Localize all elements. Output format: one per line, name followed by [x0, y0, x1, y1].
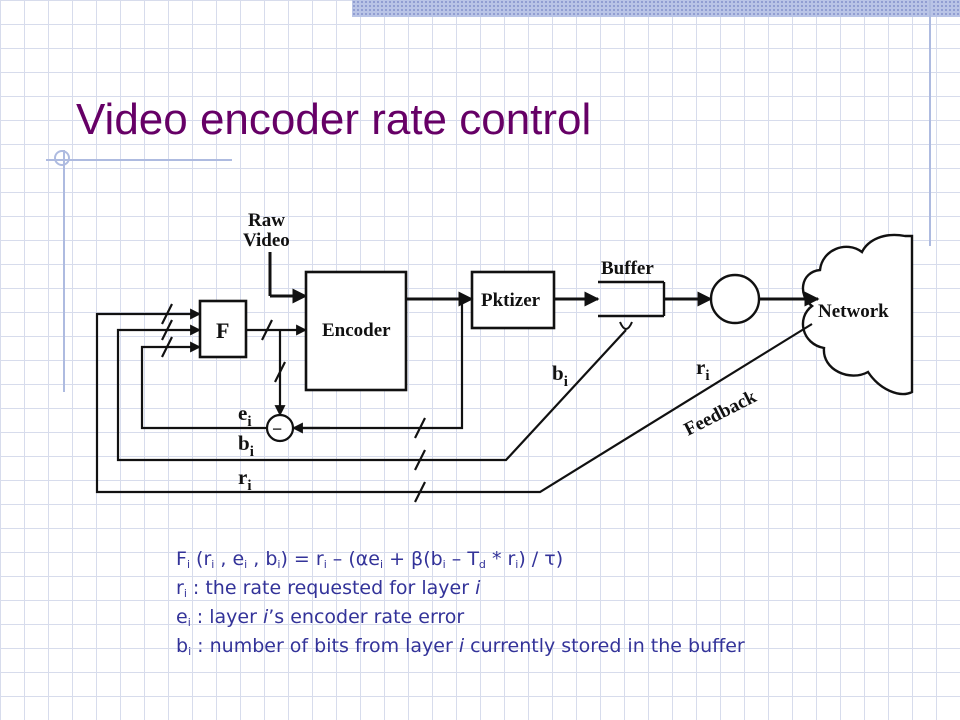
- legend-e-definition: ei : layer i’s encoder rate error: [176, 606, 465, 629]
- subtractor-symbol: −: [272, 419, 282, 439]
- network-cloud: Network: [801, 233, 914, 396]
- legend-b-definition: bi : number of bits from layer i current…: [176, 635, 745, 658]
- buffer-tap: [619, 321, 633, 330]
- r-line-label: ri: [696, 355, 710, 384]
- network-label: Network: [818, 301, 889, 322]
- decor-circle-icon: [54, 150, 70, 166]
- encoder-block: [304, 270, 408, 392]
- top-decor-band: [352, 0, 960, 17]
- b-label: bi: [238, 431, 254, 460]
- buffer-label: Buffer: [601, 258, 654, 279]
- slide-title: Video encoder rate control: [76, 95, 592, 144]
- encoder-label: Encoder: [322, 320, 391, 341]
- feedback-r-line: [95, 308, 813, 494]
- feedback-label: Feedback: [681, 386, 761, 440]
- link-node-circle: [709, 273, 761, 325]
- decor-vertical-line-left: [63, 150, 65, 392]
- encoder-e-line: [140, 299, 464, 430]
- raw-label: Raw: [248, 210, 285, 231]
- legend-r-definition: ri : the rate requested for layer i: [176, 577, 481, 600]
- filter-label: F: [216, 318, 229, 343]
- legend-formula: Fi (ri , ei , bi) = ri – (αei + β(bi – T…: [176, 548, 564, 571]
- decor-title-underline: [46, 159, 232, 161]
- buffer-b-line: [116, 324, 627, 462]
- e-label: ei: [238, 401, 252, 430]
- bus-slash-marks: [161, 303, 426, 503]
- packetizer-label: Pktizer: [481, 290, 541, 311]
- r-label: ri: [238, 465, 252, 494]
- b-line-label: bi: [552, 361, 568, 390]
- decor-vertical-line-right: [929, 0, 931, 246]
- video-label: Video: [243, 230, 290, 251]
- legend: Fi (ri , ei , bi) = ri – (αei + β(bi – T…: [176, 545, 916, 661]
